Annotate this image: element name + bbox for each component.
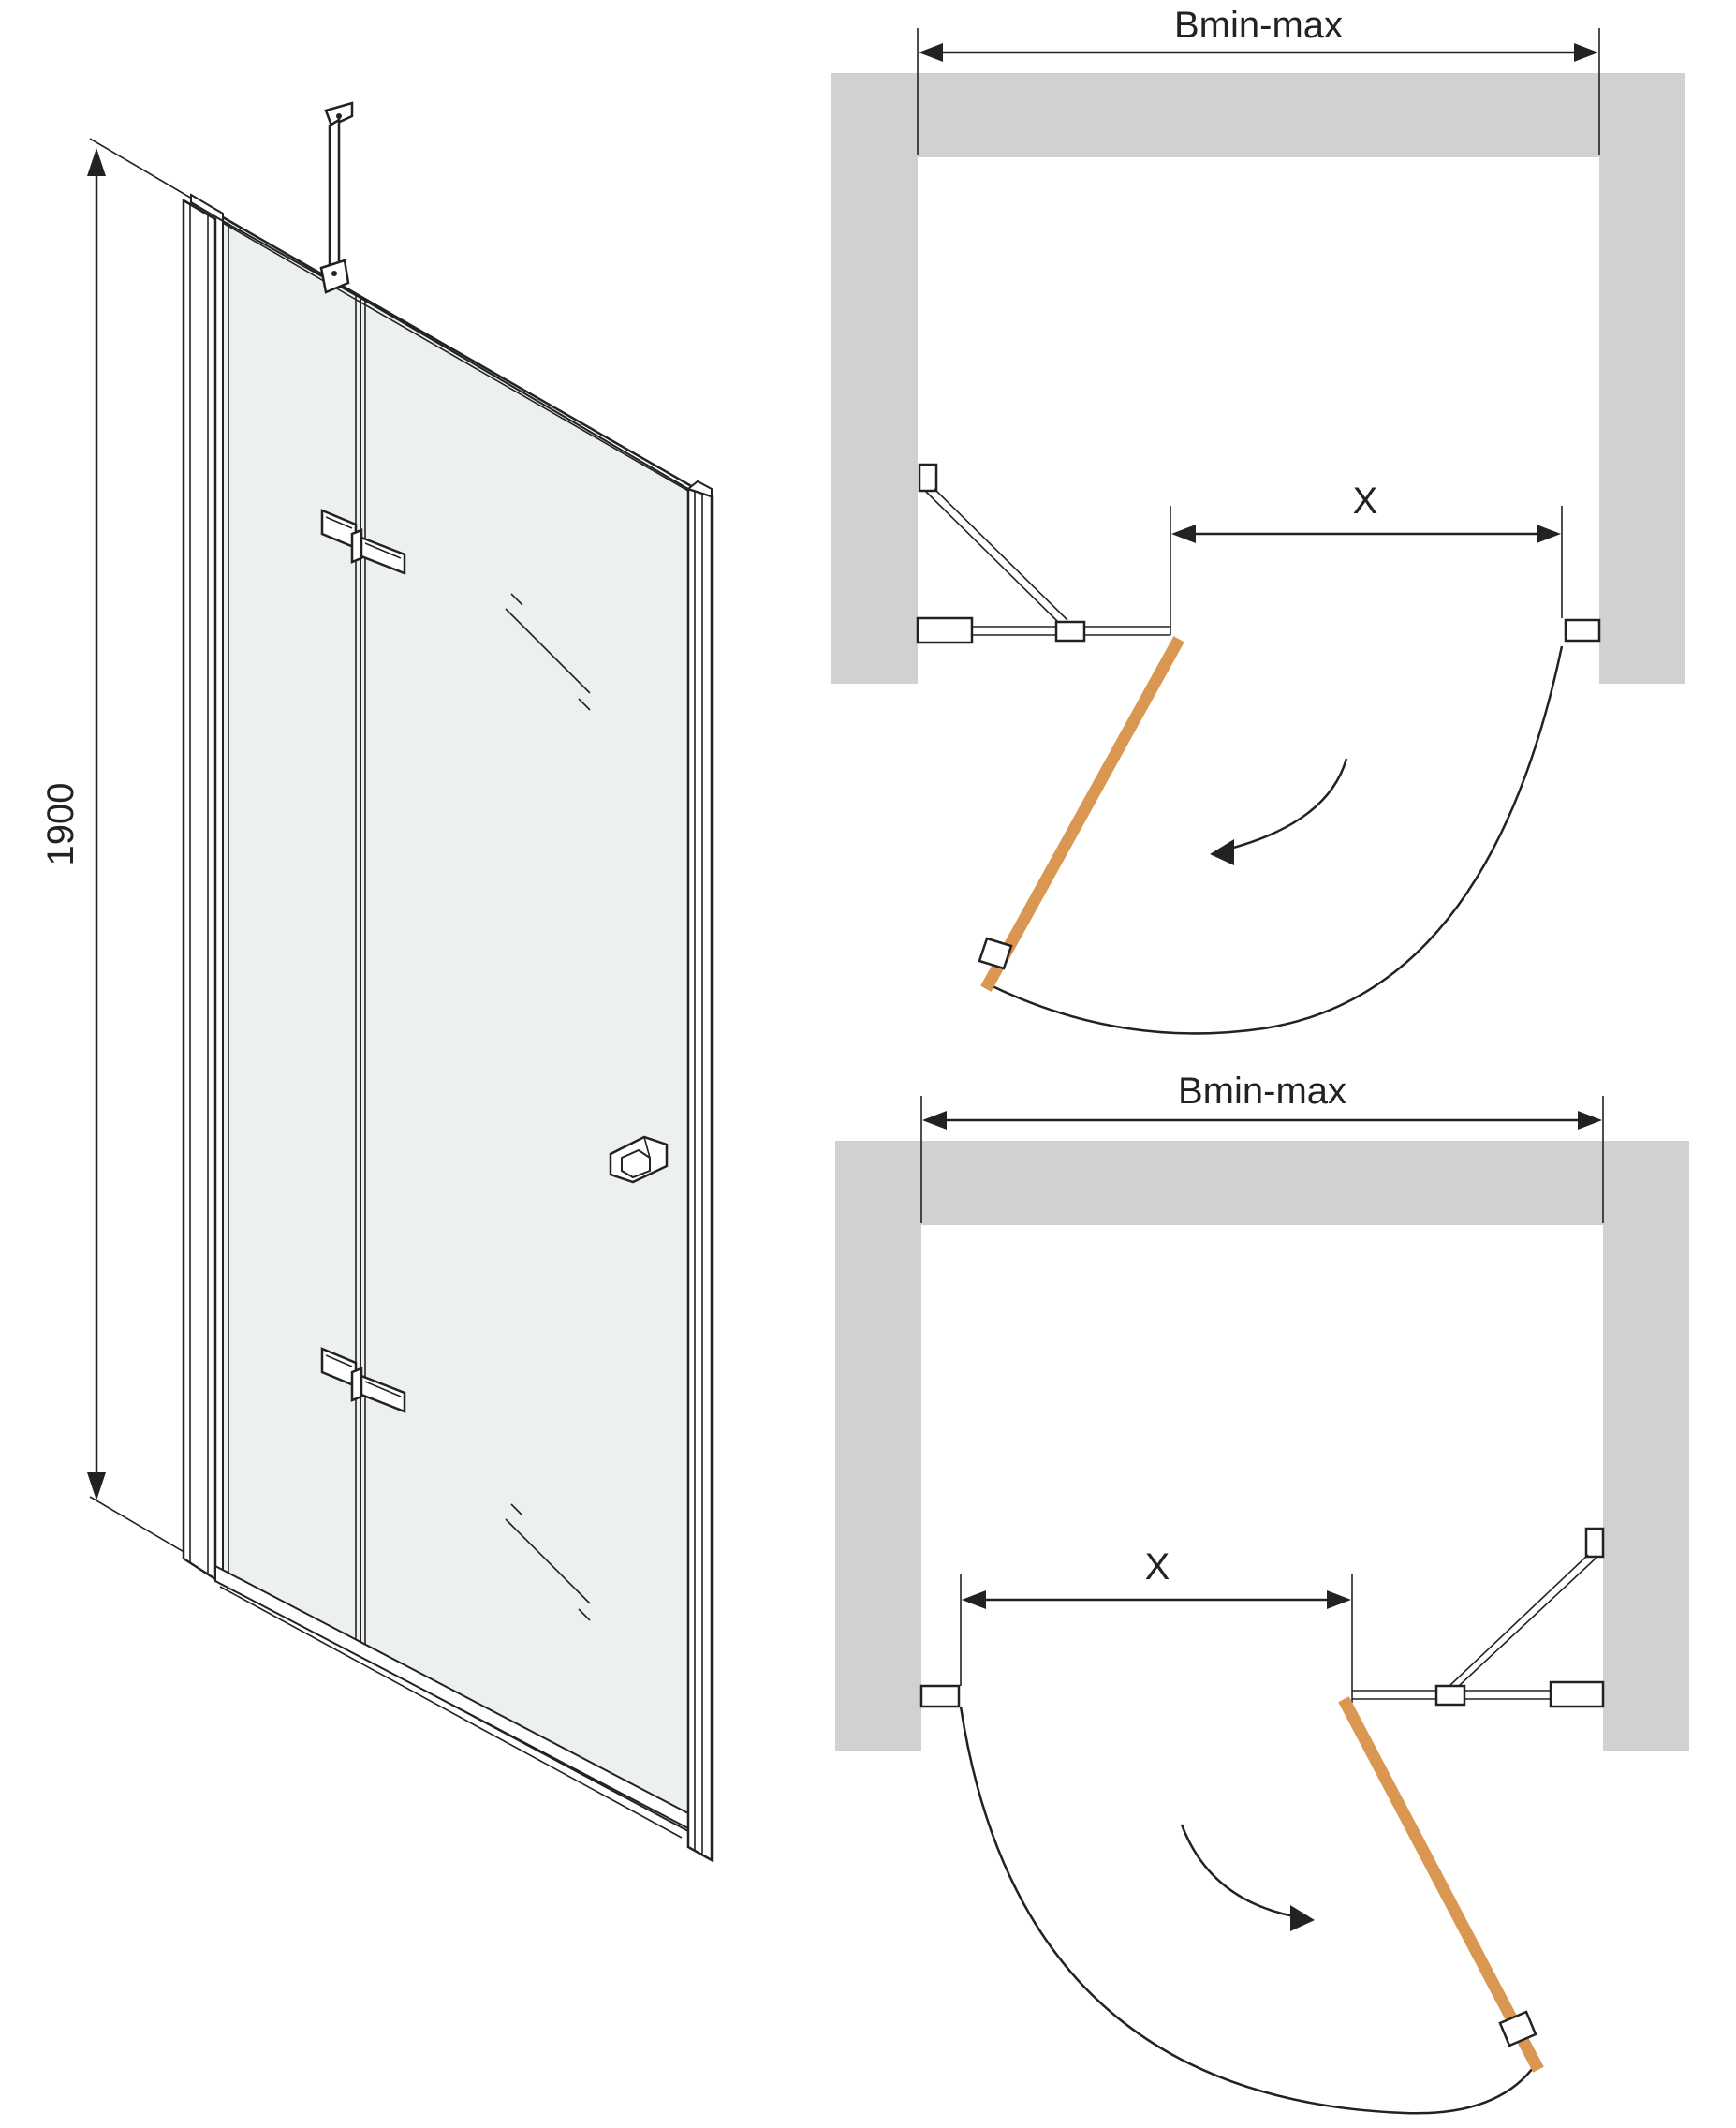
height-label: 1900	[40, 783, 81, 866]
rotation-arrow	[1180, 1824, 1295, 1918]
door-stop	[1564, 618, 1601, 643]
plan-view-top: Bmin-max X	[831, 5, 1685, 1035]
hinge-upper	[320, 509, 406, 575]
wall-right	[1599, 73, 1685, 684]
wall-left	[835, 1141, 921, 1751]
door-leaf	[1338, 1696, 1544, 2073]
wall-right	[1603, 1141, 1689, 1751]
wall-bracket	[1549, 1680, 1605, 1708]
door-edge-profile	[685, 480, 714, 1863]
stabilizer-rod	[328, 117, 341, 273]
width-label: Bmin-max	[1178, 1071, 1346, 1112]
plan-view-bottom: Bmin-max X	[835, 1071, 1689, 2115]
width-label: Bmin-max	[1174, 5, 1343, 46]
door-edge-profile-body	[686, 487, 714, 1863]
glass-panel-right	[360, 296, 689, 1833]
door-knob	[609, 1135, 669, 1184]
wall-left	[831, 73, 918, 684]
hinge-lower	[320, 1347, 406, 1413]
stabilizer-bar	[319, 101, 354, 294]
stabilizer-wall-mount	[918, 463, 938, 493]
wall-bracket	[916, 616, 974, 644]
door-knob-plan	[1498, 2010, 1537, 2047]
wall-back	[918, 73, 1599, 157]
glass-reflection-upper	[505, 593, 591, 711]
wall-profile-body	[182, 198, 217, 1582]
door-knob-plan	[978, 937, 1013, 970]
door-edge-profile-cap	[685, 480, 713, 498]
opening-label: X	[1145, 1546, 1170, 1588]
height-extension-bottom	[89, 1496, 193, 1558]
door-swing-arc	[992, 645, 1564, 1035]
door-leaf	[980, 636, 1184, 992]
wall-profile	[182, 193, 224, 1582]
rotation-arrow	[1222, 758, 1348, 852]
wall-back	[921, 1141, 1603, 1225]
door-swing-arc	[959, 1706, 1537, 2115]
height-arrow-top	[87, 148, 106, 176]
height-arrow-bottom	[87, 1472, 106, 1500]
height-dimension: 1900	[40, 138, 193, 1558]
front-view: 1900	[40, 101, 714, 1863]
glass-panel-left	[222, 219, 361, 1658]
stabilizer-wall-mount	[1584, 1527, 1605, 1559]
height-extension-top	[89, 138, 193, 200]
stabilizer-clamp	[319, 259, 350, 294]
door-stop	[919, 1684, 961, 1708]
opening-label: X	[1353, 480, 1378, 522]
hinge-block	[1434, 1684, 1466, 1707]
glass-reflection-lower	[505, 1503, 591, 1621]
door-top-edge	[222, 215, 694, 489]
hinge-block	[1054, 620, 1086, 643]
